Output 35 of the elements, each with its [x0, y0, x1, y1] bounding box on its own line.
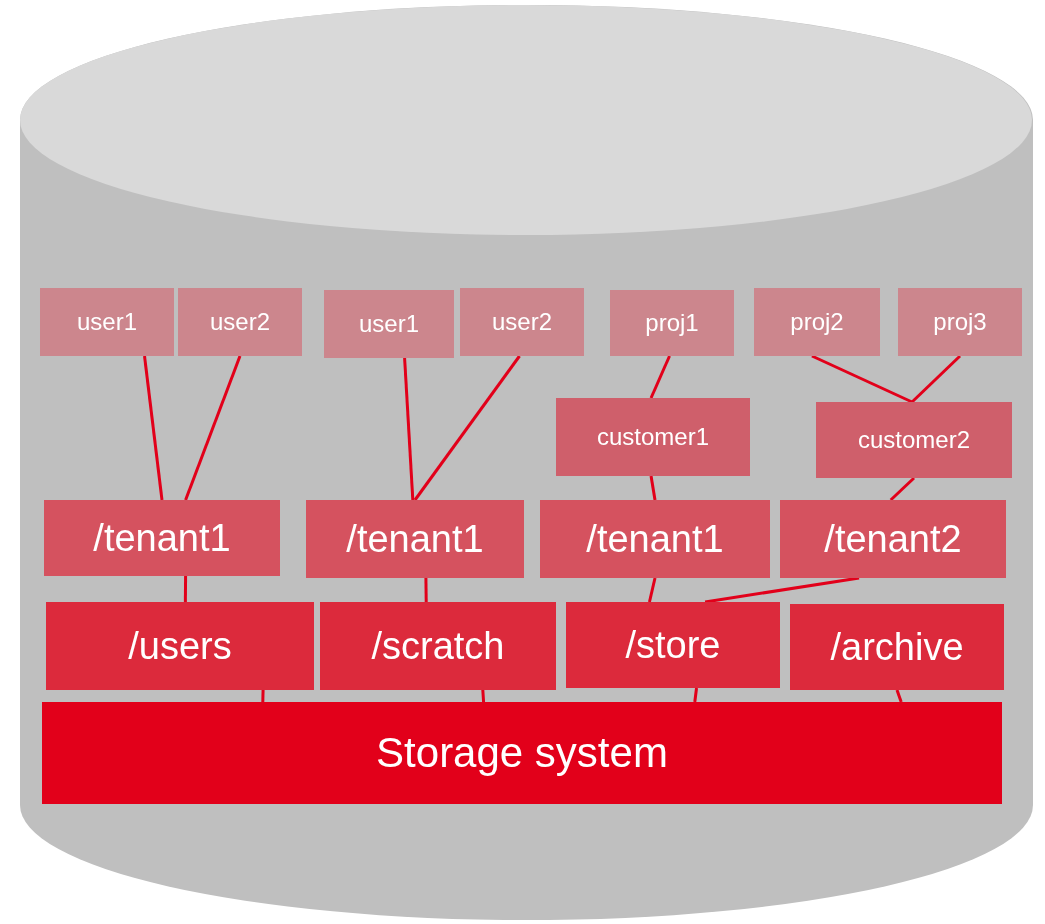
connector-line [889, 476, 916, 502]
connector-line [648, 577, 657, 603]
tenant-box: /tenant1 [540, 500, 770, 578]
tenant-box: /tenant1 [306, 500, 524, 578]
connector-line [649, 355, 671, 399]
connector-line [911, 354, 962, 404]
user-box: user1 [324, 290, 454, 358]
project-box: proj1 [610, 290, 734, 356]
storage-bar: Storage system [42, 702, 1002, 804]
connector-line [811, 354, 913, 404]
project-box: proj2 [754, 288, 880, 356]
connector-line [413, 355, 521, 501]
connector-line [693, 687, 699, 703]
connector-line [261, 689, 265, 703]
connector-line [481, 689, 486, 703]
connector-line [649, 475, 657, 501]
directory-box: /users [46, 602, 314, 690]
connector-line [184, 355, 242, 501]
project-box: proj3 [898, 288, 1022, 356]
user-box: user1 [40, 288, 174, 356]
customer-box: customer2 [816, 402, 1012, 478]
connector-line [403, 357, 415, 501]
directory-box: /store [566, 602, 780, 688]
directory-box: /scratch [320, 602, 556, 690]
customer-box: customer1 [556, 398, 750, 476]
directory-box: /archive [790, 604, 1004, 690]
user-box: user2 [460, 288, 584, 356]
connector-line [895, 689, 903, 703]
tenant-box: /tenant1 [44, 500, 280, 576]
tenant-box: /tenant2 [780, 500, 1006, 578]
connector-line [183, 576, 188, 602]
connector-line [143, 355, 164, 501]
user-box: user2 [178, 288, 302, 356]
connector-line [704, 576, 860, 604]
connector-line [424, 578, 428, 602]
